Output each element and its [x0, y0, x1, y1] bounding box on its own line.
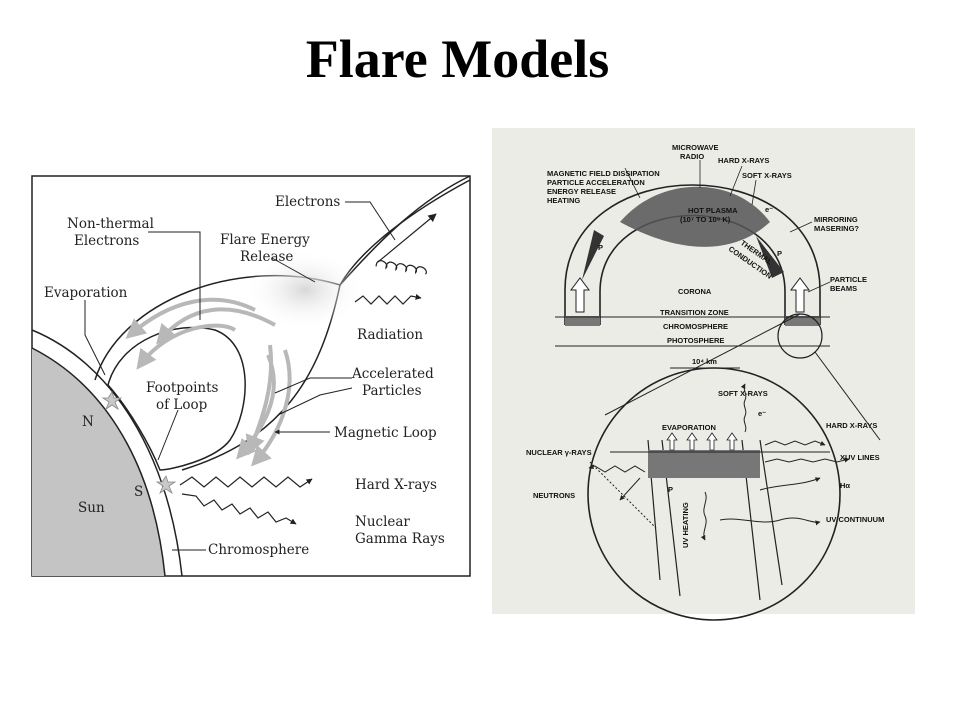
- label-microwave: MICROWAVE: [672, 143, 719, 152]
- label-energy-release: ENERGY RELEASE: [547, 187, 616, 196]
- label-evaporation: Evaporation: [44, 285, 128, 301]
- label-scale: 10⁴ km: [692, 357, 717, 366]
- label-radio: RADIO: [680, 152, 704, 161]
- leader-lines: [84, 201, 396, 551]
- arch-outer: [564, 184, 821, 325]
- label-evaporation-right: EVAPORATION: [662, 423, 716, 432]
- label-nuclear-line2: Gamma Rays: [355, 531, 445, 547]
- label-n: N: [82, 414, 94, 430]
- label-masering: MASERING?: [814, 224, 859, 233]
- label-footpoints-line1: Footpoints: [146, 380, 219, 396]
- label-particle-beams-1: PARTICLE: [830, 275, 867, 284]
- label-particle-acceleration: PARTICLE ACCELERATION: [547, 178, 645, 187]
- label-footpoints-line2: of Loop: [156, 397, 207, 413]
- label-halpha: Hα: [840, 481, 850, 490]
- label-p-left: P: [598, 243, 603, 252]
- label-soft-xrays-top: SOFT X-RAYS: [742, 171, 792, 180]
- footpoint-s-star: [155, 475, 177, 495]
- label-chromosphere: Chromosphere: [208, 542, 309, 558]
- label-particle-beams-2: BEAMS: [830, 284, 857, 293]
- label-hot-plasma: HOT PLASMA: [688, 206, 738, 215]
- label-electrons: Electrons: [275, 194, 340, 210]
- label-accelerated-line1: Accelerated: [351, 366, 434, 382]
- label-chromosphere-right: CHROMOSPHERE: [663, 322, 728, 331]
- chromosphere-layer: [31, 329, 183, 577]
- label-magnetic-loop: Magnetic Loop: [334, 425, 437, 441]
- label-nonthermal-line1: Non-thermal: [67, 216, 154, 232]
- zoom-content: [588, 383, 850, 601]
- label-electron-bottom: e⁻: [758, 409, 766, 418]
- hard-xray-squiggle: [179, 476, 313, 488]
- right-flare-diagram: MICROWAVE RADIO HARD X-RAYS SOFT X-RAYS …: [492, 128, 915, 621]
- zoom-line-left: [604, 313, 801, 416]
- right-up-arrow: [790, 277, 810, 313]
- label-photosphere: PHOTOSPHERE: [667, 336, 724, 345]
- label-hot-plasma-range: (10⁷ TO 10⁸ K): [680, 215, 731, 224]
- label-accelerated-line2: Particles: [362, 383, 422, 399]
- electron-spiral: [375, 260, 427, 275]
- label-nonthermal-line2: Electrons: [74, 233, 139, 249]
- label-hard-xrays-top: HARD X-RAYS: [718, 156, 769, 165]
- evaporation-band: [648, 450, 760, 478]
- label-heating: HEATING: [547, 196, 580, 205]
- label-s: S: [134, 484, 143, 500]
- right-leg-arrow: [756, 236, 784, 278]
- label-uv-continuum: UV CONTINUUM: [826, 515, 884, 524]
- energy-release-region: [620, 186, 770, 247]
- label-flare-energy-line2: Release: [240, 249, 293, 265]
- label-magnetic-field-dissipation: MAGNETIC FIELD DISSIPATION: [547, 169, 660, 178]
- right-leader-lines: [624, 160, 831, 293]
- label-sun: Sun: [78, 500, 105, 516]
- footpoint-n-star: [101, 391, 123, 411]
- label-uv-heating: UV HEATING: [681, 502, 690, 548]
- sun-disk: [32, 348, 165, 576]
- evaporation-arrows: [666, 432, 738, 451]
- label-nuclear-rays: NUCLEAR γ-RAYS: [526, 448, 592, 457]
- flare-energy-release-flash: [245, 250, 365, 330]
- accelerated-particle-arrows: [125, 297, 292, 467]
- gamma-ray-squiggle: [181, 493, 297, 525]
- label-p-right: P: [777, 249, 782, 258]
- label-soft-xrays-bottom: SOFT X-RAYS: [718, 389, 768, 398]
- slide-title: Flare Models: [305, 29, 610, 89]
- left-leg-arrow: [582, 230, 604, 280]
- label-nuclear-line1: Nuclear: [355, 514, 410, 530]
- right-footpoint-block: [785, 316, 820, 326]
- label-corona: CORONA: [678, 287, 712, 296]
- zoom-line-right: [814, 351, 881, 441]
- left-footpoint-block: [565, 316, 600, 326]
- label-hard-xrays: Hard X-rays: [355, 477, 437, 493]
- label-neutrons: NEUTRONS: [533, 491, 575, 500]
- radiation-squiggle: [354, 293, 422, 305]
- zoom-circle: [587, 367, 841, 621]
- label-hard-xrays-bottom: HARD X-RAYS: [826, 421, 877, 430]
- label-electron-top: e⁻: [765, 205, 773, 214]
- label-xuv-lines: XUV LINES: [840, 453, 880, 462]
- zoom-emission-lines: [588, 383, 850, 541]
- label-mirroring: MIRRORING: [814, 215, 858, 224]
- label-flare-energy-line1: Flare Energy: [220, 232, 310, 248]
- left-flare-diagram: Electrons Non-thermal Electrons Flare En…: [31, 175, 471, 577]
- label-transition-zone: TRANSITION ZONE: [660, 308, 729, 317]
- nuclear-gamma-path: [589, 461, 657, 529]
- label-p-zoom: P: [668, 485, 673, 494]
- left-up-arrow: [570, 277, 590, 313]
- label-radiation: Radiation: [357, 327, 423, 343]
